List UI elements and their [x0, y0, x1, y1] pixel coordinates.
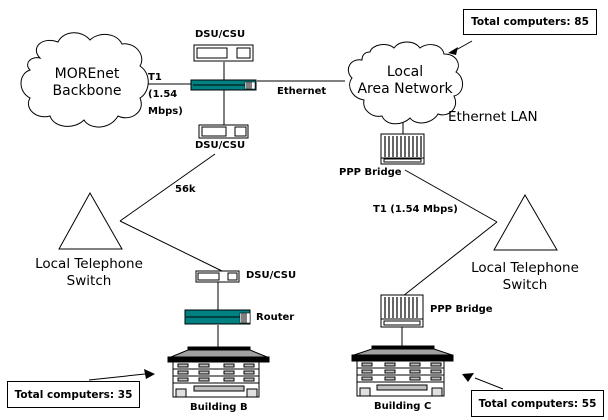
building-c-total-callout: Total computers: 55	[471, 390, 604, 417]
link-56k-lower	[119, 220, 223, 272]
left-switch-label: Local Telephone Switch	[24, 256, 154, 290]
ethernet-label: Ethernet	[277, 86, 327, 97]
dsu-csu-mid-label: DSU/CSU	[195, 140, 246, 151]
link-t1-upper	[404, 169, 498, 223]
left-switch-line2: Switch	[66, 273, 112, 289]
building-b-icon	[167, 346, 270, 398]
t1-left-label-3: Mbps)	[148, 106, 183, 117]
ppp-bridge-top-label: PPP Bridge	[339, 167, 402, 178]
dsu-csu-bottom-label: DSU/CSU	[246, 270, 297, 281]
arrowhead-35	[144, 369, 155, 379]
ppp-bridge-top-icon	[380, 133, 425, 165]
t1-left-label-1: T1	[148, 72, 162, 83]
link-56k-label: 56k	[175, 184, 196, 195]
dsu-csu-top-icon	[193, 44, 254, 62]
dsu-csu-bottom-icon	[195, 270, 240, 283]
lan-line1: Local	[386, 64, 424, 80]
router-bottom-icon	[184, 309, 251, 325]
morenet-line2: Backbone	[52, 83, 122, 99]
building-b-label: Building B	[190, 402, 248, 413]
callout-55-pointer	[474, 377, 504, 390]
t1-right-label: T1 (1.54 Mbps)	[373, 204, 458, 215]
building-c-icon	[351, 345, 454, 397]
right-telephone-switch-icon	[493, 193, 558, 251]
right-switch-label: Local Telephone Switch	[460, 260, 590, 294]
morenet-line1: MOREnet	[54, 66, 120, 82]
ethernet-lan-label: Ethernet LAN	[448, 109, 538, 125]
right-switch-line1: Local Telephone	[471, 260, 579, 276]
left-telephone-switch-icon	[58, 191, 123, 250]
ppp-bridge-bottom-icon	[380, 294, 424, 328]
callout-85-pointer	[455, 40, 473, 51]
building-c-label: Building C	[374, 401, 432, 412]
link-56k-upper	[119, 153, 216, 222]
dsu-csu-mid-icon	[198, 124, 249, 139]
dsu-csu-top-label: DSU/CSU	[195, 29, 246, 40]
lan-total-callout: Total computers: 85	[463, 9, 597, 35]
arrowhead-55	[462, 373, 474, 382]
router-top-icon	[190, 79, 257, 91]
lan-cloud	[347, 41, 463, 125]
arrowhead-85	[448, 47, 458, 55]
t1-left-label-2: (1.54	[148, 89, 178, 100]
right-switch-line2: Switch	[502, 277, 548, 293]
lan-line2: Area Network	[357, 81, 453, 97]
callout-35-pointer	[88, 373, 146, 381]
ppp-bridge-bottom-label: PPP Bridge	[430, 304, 493, 315]
connection-lines	[88, 40, 504, 390]
router-label: Router	[256, 312, 295, 323]
building-b-total-callout: Total computers: 35	[7, 381, 140, 408]
lan-cloud-label: Local Area Network	[350, 64, 460, 98]
morenet-cloud-label: MOREnet Backbone	[42, 66, 132, 100]
left-switch-line1: Local Telephone	[35, 256, 143, 272]
link-t1-lower	[402, 221, 498, 297]
morenet-cloud	[20, 32, 149, 128]
